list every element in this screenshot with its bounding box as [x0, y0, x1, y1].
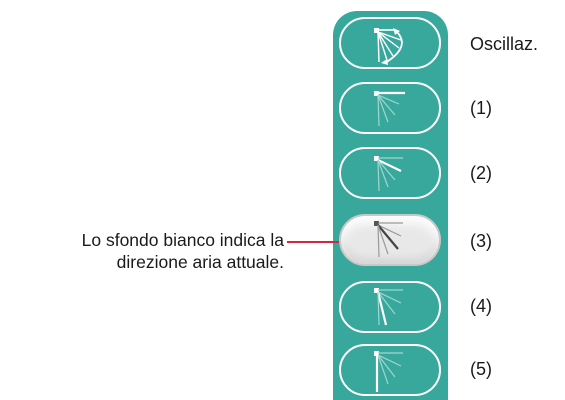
- swing-mode-button[interactable]: [339, 17, 441, 69]
- swing-airflow-icon: [374, 28, 403, 65]
- position-1-label: (1): [470, 98, 492, 118]
- position-5-button[interactable]: [339, 344, 441, 396]
- position-3-button-active[interactable]: [339, 214, 441, 266]
- airflow-position-1-icon: [374, 91, 405, 127]
- position-5-label: (5): [470, 359, 492, 379]
- callout-line-1: Lo sfondo bianco indica la: [81, 230, 284, 250]
- current-direction-callout: Lo sfondo bianco indica la direzione ari…: [82, 229, 284, 273]
- position-1-button[interactable]: [339, 82, 441, 134]
- position-2-button[interactable]: [339, 147, 441, 199]
- airflow-position-4-icon: [374, 288, 403, 326]
- airflow-position-2-icon: [374, 156, 403, 192]
- position-3-label: (3): [470, 231, 492, 251]
- position-4-button[interactable]: [339, 281, 441, 333]
- airflow-position-5-icon: [374, 351, 403, 392]
- position-4-label: (4): [470, 296, 492, 316]
- airflow-position-3-icon: [374, 221, 403, 258]
- airflow-direction-panel: [333, 11, 448, 400]
- callout-line-2: direzione aria attuale.: [116, 252, 284, 272]
- swing-label: Oscillaz.: [470, 34, 539, 54]
- position-2-label: (2): [470, 163, 492, 183]
- callout-leader-line: [287, 241, 339, 243]
